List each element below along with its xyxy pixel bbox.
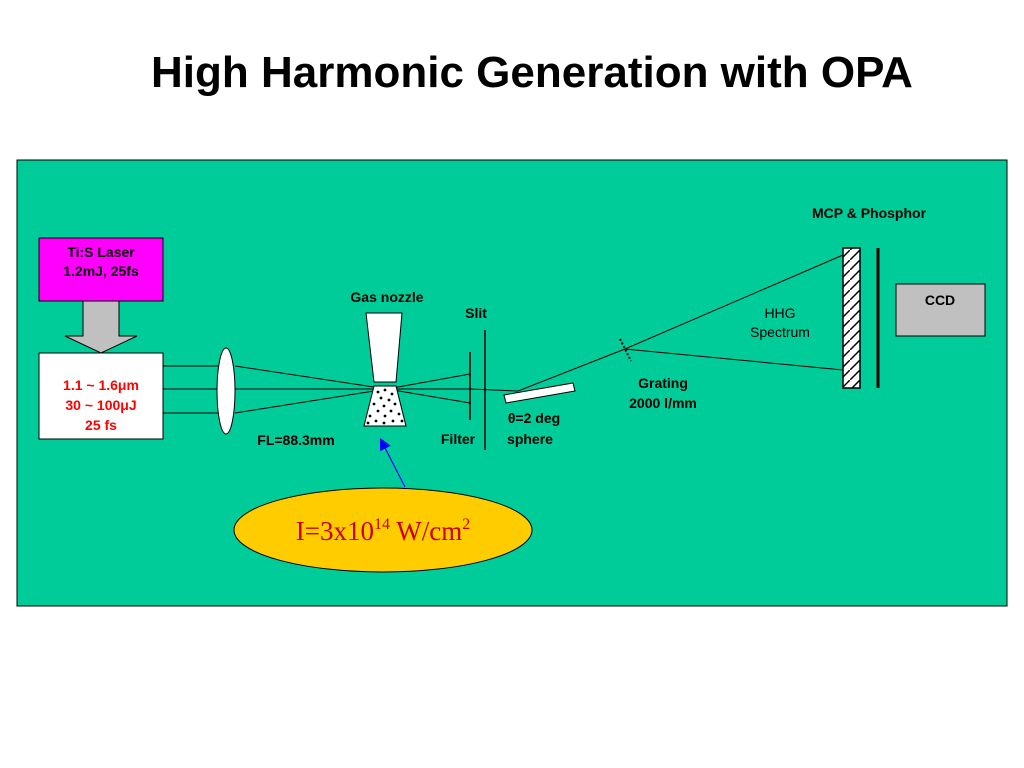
grating-label-line1: Grating <box>638 375 688 391</box>
opa-wavelength: 1.1 ~ 1.6μm <box>63 377 139 393</box>
beam-to-grating <box>517 348 626 392</box>
laser-box: Ti:S Laser 1.2mJ, 25fs <box>38 237 164 302</box>
spherical-mirror <box>503 382 576 404</box>
grating <box>619 338 632 362</box>
hhg-label-line2: Spectrum <box>750 324 810 340</box>
hhg-spectrum-beam <box>624 254 844 371</box>
hhg-label-line1: HHG <box>764 305 795 321</box>
opa-duration: 25 fs <box>85 417 117 433</box>
mirror-type-label: sphere <box>507 431 553 447</box>
focusing-lens <box>216 347 236 435</box>
opa-box: 1.1 ~ 1.6μm 30 ~ 100μJ 25 fs <box>38 352 164 440</box>
lens-label: FL=88.3mm <box>257 432 334 448</box>
laser-label-line2: 1.2mJ, 25fs <box>63 263 139 279</box>
input-beam <box>163 365 226 414</box>
gas-nozzle <box>363 312 407 427</box>
opa-energy: 30 ~ 100μJ <box>65 397 136 413</box>
mcp-plate <box>842 247 861 389</box>
intensity-label: I=3x1014 W/cm2 <box>296 516 470 546</box>
slit-label: Slit <box>465 305 487 321</box>
ccd-label: CCD <box>925 292 955 308</box>
grating-label-line2: 2000 l/mm <box>629 395 697 411</box>
gas-nozzle-label: Gas nozzle <box>350 289 423 305</box>
focusing-beam <box>234 365 519 414</box>
ccd-box: CCD <box>895 283 986 337</box>
mcp-label: MCP & Phosphor <box>812 205 927 221</box>
filter-label: Filter <box>441 431 476 447</box>
down-arrow-icon <box>64 300 138 354</box>
intensity-callout <box>233 487 533 573</box>
laser-label-line1: Ti:S Laser <box>67 244 135 260</box>
slide-title: High Harmonic Generation with OPA <box>151 48 913 97</box>
intensity-arrow <box>379 437 406 488</box>
mirror-angle-label: θ=2 deg <box>508 410 560 426</box>
